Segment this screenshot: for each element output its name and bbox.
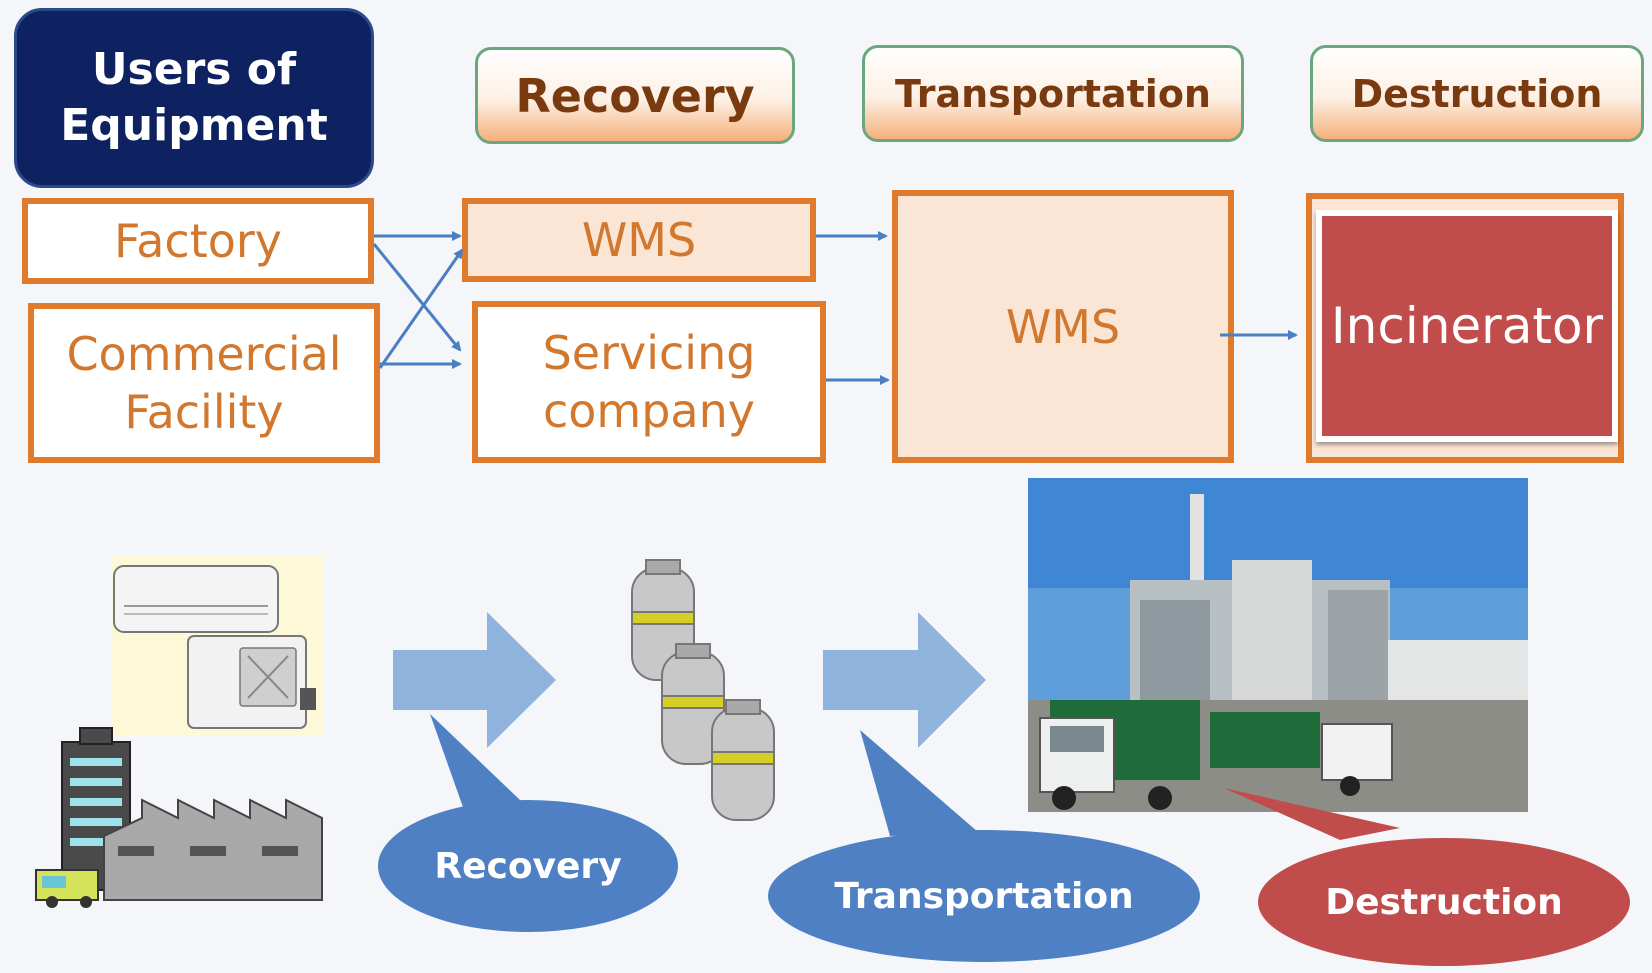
arrow-factory-to-servicing (372, 243, 462, 352)
arrow-commercial-to-wms (378, 248, 464, 369)
incinerator-label: Incinerator (1330, 297, 1604, 355)
servicing-company-box: Servicing company (472, 301, 826, 463)
transport-block-arrow (823, 612, 986, 748)
commercial-facility-box: Commercial Facility (28, 303, 380, 463)
air-conditioner-icon (112, 556, 324, 736)
header-recovery-label: Recovery (515, 68, 755, 123)
wms-recovery-box: WMS (462, 198, 816, 282)
recovery-block-arrow (393, 612, 556, 748)
incineration-plant-photo (1028, 478, 1528, 812)
header-transportation-label: Transportation (894, 71, 1211, 116)
recovery-bubble-label: Recovery (434, 845, 622, 887)
wms-transport-label: WMS (1005, 299, 1121, 354)
recovery-bubble (378, 714, 678, 932)
factory-box: Factory (22, 198, 374, 284)
transportation-bubble (768, 730, 1200, 962)
header-users-label: Users of Equipment (60, 44, 328, 151)
gas-cylinder-icon (631, 559, 775, 821)
wms-recovery-label: WMS (581, 213, 697, 267)
commercial-facility-label: Commercial Facility (66, 327, 342, 439)
factory-buildings-icon (35, 727, 323, 908)
header-destruction: Destruction (1310, 45, 1644, 142)
destruction-bubble (1224, 788, 1630, 966)
header-transportation: Transportation (862, 45, 1244, 142)
factory-label: Factory (113, 214, 283, 268)
servicing-company-label: Servicing company (542, 326, 756, 438)
header-recovery: Recovery (475, 47, 795, 144)
destruction-bubble-label: Destruction (1325, 881, 1563, 923)
header-destruction-label: Destruction (1351, 71, 1603, 116)
transportation-bubble-label: Transportation (834, 875, 1134, 917)
incinerator-box: Incinerator (1316, 210, 1618, 442)
header-users-of-equipment: Users of Equipment (14, 8, 374, 188)
wms-transport-box: WMS (892, 190, 1234, 463)
